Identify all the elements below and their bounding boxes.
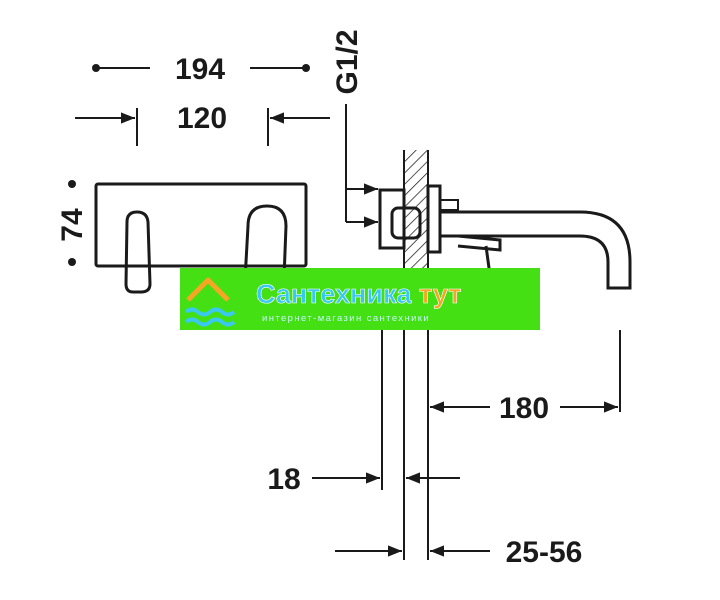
watermark-banner: Сантехника тут интернет-магазин сантехни… <box>180 268 540 330</box>
dim-18-label: 18 <box>267 463 300 496</box>
left-handle <box>124 210 152 294</box>
dim-74-label: 74 <box>56 208 89 242</box>
dimension-180: 180 <box>430 392 618 425</box>
thread-callout: G1/2 <box>331 29 378 228</box>
wall-hatch <box>404 150 428 285</box>
thread-label: G1/2 <box>331 29 364 94</box>
dim-120-label: 120 <box>177 102 227 135</box>
dim-180-label: 180 <box>499 392 549 425</box>
watermark-title: Сантехника тут <box>256 279 461 309</box>
watermark-subtitle: интернет-магазин сантехники <box>262 313 430 324</box>
dim-25-56-label: 25-56 <box>506 536 583 569</box>
dim-194-label: 194 <box>175 53 225 86</box>
dimension-74: 74 <box>56 180 89 266</box>
watermark-background <box>180 268 540 330</box>
dimension-18: 18 <box>267 463 460 496</box>
dimension-194: 194 <box>92 53 310 86</box>
dimension-25-56: 25-56 <box>335 536 582 569</box>
extension-lines <box>381 330 621 560</box>
house-logo-icon <box>184 277 236 327</box>
dimension-120: 120 <box>75 102 330 146</box>
